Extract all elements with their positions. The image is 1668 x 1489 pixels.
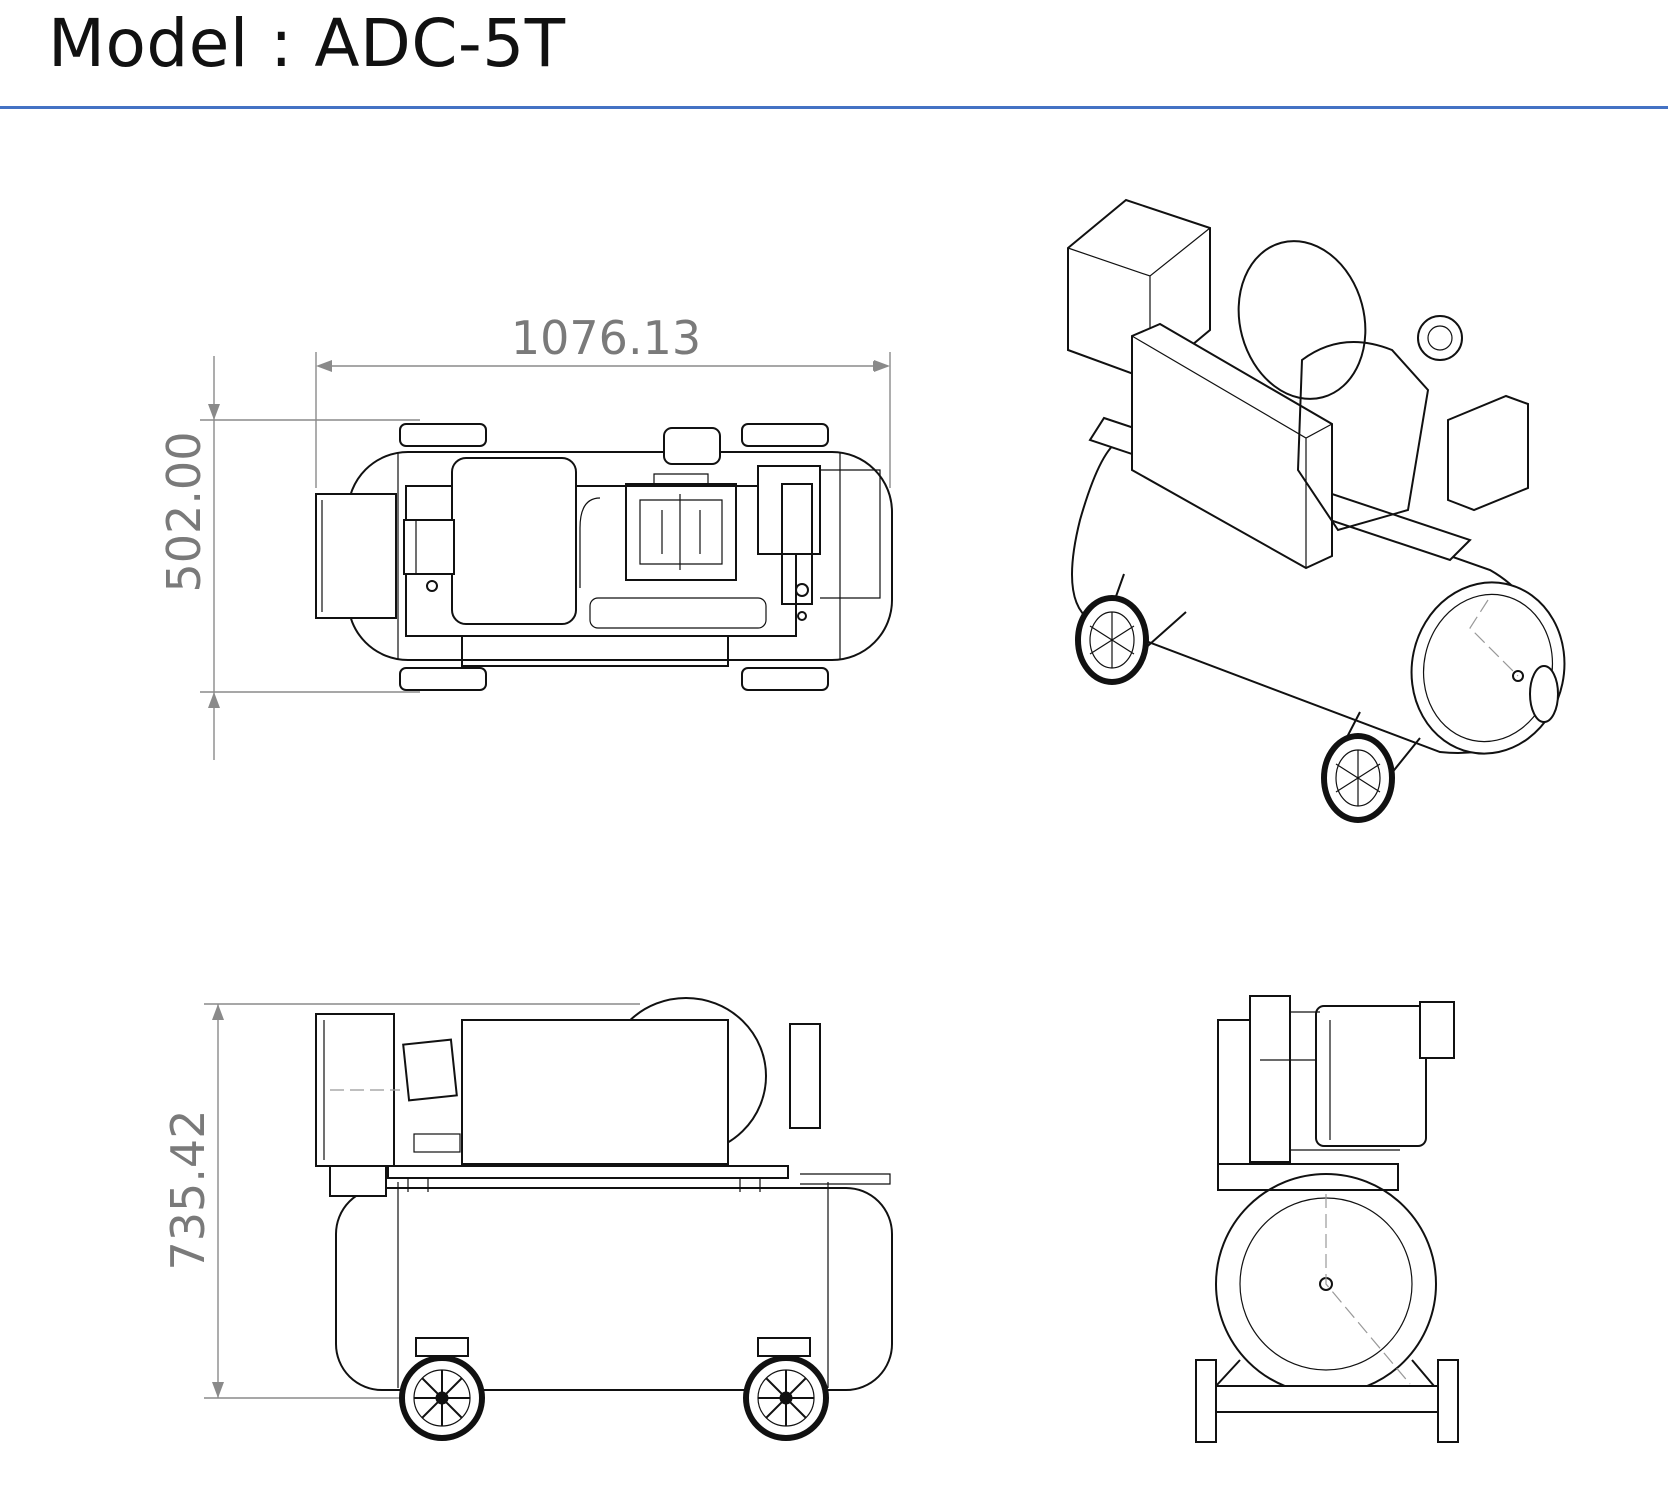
width-dimension-label: 1076.13 [511,311,701,365]
wheel-icon [1075,595,1149,685]
height-dimension: 735.42 [161,1003,640,1399]
height-dimension-label: 735.42 [161,1110,215,1271]
depth-dimension-label: 502.00 [157,432,211,593]
isometric-view [1067,198,1566,823]
page-title: Model : ADC-5T [48,5,566,82]
wheel-icon [399,1355,485,1441]
title-underline [0,106,1668,109]
front-view: 735.42 [161,997,893,1441]
top-view: 1076.13 502.00 [157,311,893,760]
side-view [1195,995,1459,1443]
wheel-icon [743,1355,829,1441]
depth-dimension: 502.00 [157,356,420,760]
width-dimension: 1076.13 [315,311,891,488]
wheel-icon [1321,733,1395,823]
